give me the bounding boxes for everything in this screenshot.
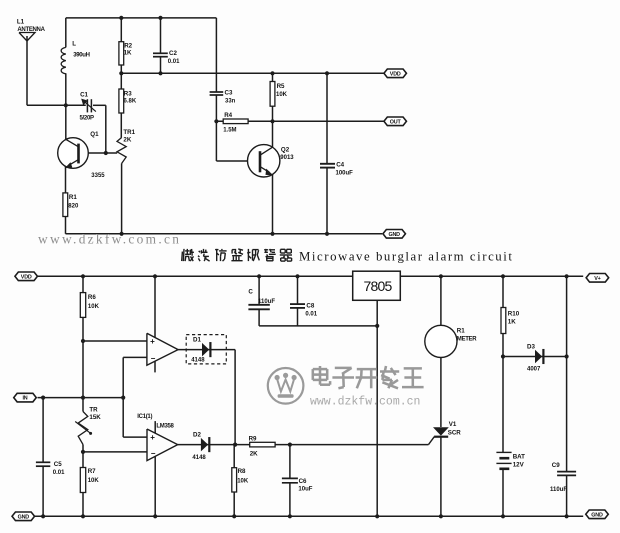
svg-text:R2: R2	[124, 43, 132, 50]
svg-text:110uF: 110uF	[550, 487, 567, 493]
svg-text:4148: 4148	[192, 455, 206, 461]
svg-text:C1: C1	[80, 91, 88, 98]
svg-text:Q1: Q1	[90, 131, 99, 138]
svg-text:C8: C8	[306, 303, 314, 310]
svg-text:TR1: TR1	[123, 129, 135, 136]
svg-text:R5: R5	[277, 83, 285, 90]
svg-text:110uF: 110uF	[258, 299, 275, 305]
svg-text:L: L	[72, 41, 76, 48]
svg-text:−: −	[151, 449, 156, 458]
svg-text:VDD: VDD	[21, 274, 32, 280]
svg-text:0.01: 0.01	[168, 59, 180, 65]
svg-text:SCR: SCR	[448, 430, 462, 437]
svg-text:100uF: 100uF	[336, 170, 354, 176]
svg-text:D2: D2	[193, 432, 201, 439]
svg-text:R9: R9	[249, 436, 257, 443]
svg-text:C6: C6	[299, 478, 307, 485]
svg-text:V+: V+	[594, 276, 600, 282]
svg-text:0.01: 0.01	[53, 470, 65, 476]
svg-text:7805: 7805	[364, 278, 393, 294]
svg-text:R4: R4	[224, 112, 232, 119]
svg-text:6.8K: 6.8K	[124, 99, 137, 105]
svg-text:R1: R1	[69, 194, 77, 201]
svg-text:Q2: Q2	[281, 146, 290, 153]
svg-text:R1: R1	[457, 327, 465, 334]
svg-text:R7: R7	[88, 468, 96, 475]
svg-text:4007: 4007	[527, 366, 541, 372]
svg-text:GND: GND	[389, 232, 401, 238]
svg-text:BAT: BAT	[513, 454, 525, 461]
svg-text:1.5M: 1.5M	[223, 128, 236, 134]
svg-text:2K: 2K	[123, 137, 131, 144]
svg-text:METER: METER	[457, 336, 477, 342]
svg-text:OUT: OUT	[390, 119, 402, 125]
svg-text:C4: C4	[336, 162, 344, 169]
svg-text:10K: 10K	[88, 304, 100, 310]
svg-text:12V: 12V	[513, 462, 525, 469]
svg-text:+: +	[150, 433, 155, 442]
svg-text:V1: V1	[449, 421, 457, 428]
svg-text:390uH: 390uH	[73, 52, 90, 58]
svg-text:C9: C9	[552, 462, 560, 469]
svg-text:5/20P: 5/20P	[80, 116, 94, 122]
svg-text:+: +	[150, 337, 155, 346]
svg-text:0.01: 0.01	[305, 311, 317, 317]
svg-text:33n: 33n	[225, 98, 236, 104]
svg-text:4148: 4148	[191, 358, 205, 364]
svg-text:R6: R6	[88, 294, 96, 301]
svg-text:D3: D3	[527, 344, 535, 351]
svg-text:GND: GND	[591, 512, 603, 518]
svg-text:R10: R10	[508, 310, 520, 317]
svg-text:−: −	[151, 354, 156, 363]
svg-text:R8: R8	[238, 468, 246, 475]
svg-text:C2: C2	[169, 50, 177, 57]
svg-text:L1: L1	[17, 19, 25, 26]
svg-text:LM358: LM358	[156, 423, 174, 429]
svg-text:1K: 1K	[508, 318, 516, 325]
svg-text:ANTENNA: ANTENNA	[17, 27, 45, 33]
svg-text:15K: 15K	[89, 414, 101, 421]
svg-text:IC1(1): IC1(1)	[137, 414, 152, 420]
svg-text:GND: GND	[18, 514, 30, 520]
svg-text:VDD: VDD	[390, 71, 401, 77]
svg-text:1K: 1K	[124, 50, 132, 57]
svg-text:C3: C3	[225, 90, 233, 97]
svg-text:C5: C5	[54, 461, 62, 468]
svg-text:10K: 10K	[237, 478, 249, 484]
svg-text:10uF: 10uF	[298, 487, 312, 493]
svg-text:9013: 9013	[280, 155, 294, 161]
svg-text:2K: 2K	[250, 451, 258, 458]
svg-text:820: 820	[68, 203, 79, 209]
svg-text:Microwave burglar alarm circui: Microwave burglar alarm circuit	[299, 249, 513, 263]
svg-text:www.dzkfw.com.cn: www.dzkfw.com.cn	[310, 395, 420, 408]
svg-text:10K: 10K	[276, 92, 288, 98]
svg-text:D1: D1	[193, 336, 201, 343]
svg-text:IN: IN	[23, 396, 28, 402]
svg-text:www.dzkfw.com.cn: www.dzkfw.com.cn	[38, 232, 181, 247]
svg-text:10K: 10K	[88, 478, 100, 484]
svg-text:3355: 3355	[91, 173, 105, 179]
svg-text:R3: R3	[124, 90, 132, 97]
svg-text:TR: TR	[89, 406, 98, 413]
svg-text:C: C	[248, 288, 253, 295]
